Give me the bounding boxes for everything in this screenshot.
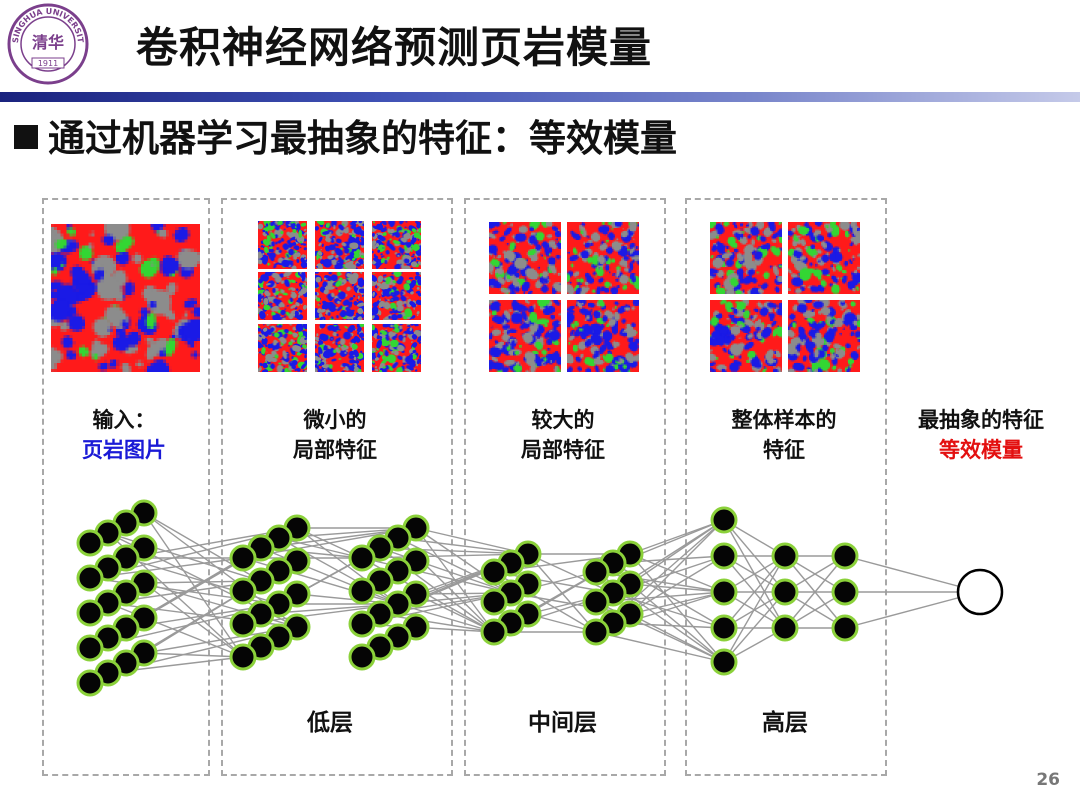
large-feature-tile-0 [489,222,561,294]
neuron-node [348,643,376,671]
connection-line [844,591,981,629]
small-feature-tile-2 [372,221,421,269]
output-node [956,568,1004,616]
panel-input [42,198,210,776]
layer-label-high: 高层 [762,710,808,736]
small-feature-tile-4 [315,272,364,320]
neuron-node [480,618,508,646]
connection-line [143,512,244,658]
neuron-node [76,669,104,697]
stage-label-large-local: 较大的局部特征 [521,408,605,462]
neuron-node [831,578,859,606]
neuron-node [348,544,376,572]
stage-label-input: 输入：页岩图片 [82,408,166,462]
connection-line [629,553,725,593]
panel-middle-layer [464,198,666,776]
connection-line [629,583,725,663]
neuron-node [348,577,376,605]
connection-line [107,602,244,658]
neuron-node [229,577,257,605]
layer-label-low: 低层 [307,710,353,736]
connection-line [595,631,725,663]
neuron-node [76,529,104,557]
connection-line [379,547,512,594]
connection-line [629,583,725,593]
logo-year: 1911 [38,59,58,68]
stage-label-global: 整体样本的特征 [731,408,837,462]
neuron-node [831,542,859,570]
panel-high-layer [685,198,887,776]
connection-line [723,555,786,663]
subtitle-text: 通过机器学习最抽象的特征：等效模量 [48,117,677,160]
neuron-node [480,588,508,616]
layer-label-middle: 中间层 [528,710,597,736]
neuron-node [229,610,257,638]
neuron-node [76,634,104,662]
title-divider [0,92,1080,102]
large-feature-tile-2 [489,300,561,372]
connection-line [527,553,614,594]
neuron-node [710,648,738,676]
neuron-node [710,506,738,534]
logo-emblem: 清华 [32,33,64,52]
connection-line [278,537,363,559]
stage-label-small-local: 微小的局部特征 [293,408,377,462]
neuron-node [348,610,376,638]
small-feature-tile-6 [258,324,307,372]
neuron-node [771,542,799,570]
neuron-node [480,558,508,586]
neuron-node [771,578,799,606]
neuron-node [771,614,799,642]
connection-line [723,555,786,629]
neuron-node [229,643,257,671]
neuron-node [710,578,738,606]
small-feature-tile-8 [372,324,421,372]
neuron-node [710,542,738,570]
connection-line [143,652,244,658]
connection-line [844,555,981,593]
small-feature-tile-3 [258,272,307,320]
neuron-node [229,544,257,572]
neuron-node [582,588,610,616]
neuron-node [582,558,610,586]
page-title: 卷积神经网络预测页岩模量 [136,23,653,72]
bullet-square-icon [14,124,38,149]
global-feature-tile-2 [710,300,782,372]
connection-line [143,582,244,658]
neuron-node [831,614,859,642]
connection-line [784,555,846,629]
neuron-node [76,599,104,627]
large-feature-tile-1 [567,222,639,294]
neuron-node [76,564,104,592]
global-feature-tile-0 [710,222,782,294]
subtitle: 通过机器学习最抽象的特征：等效模量 [14,108,677,162]
neuron-node [710,614,738,642]
small-feature-tile-5 [372,272,421,320]
tsinghua-logo: TSINGHUA UNIVERSITY 清华 1911 [6,2,89,85]
large-feature-tile-3 [567,300,639,372]
global-feature-tile-1 [788,222,860,294]
small-feature-tile-7 [315,324,364,372]
small-feature-tile-0 [258,221,307,269]
page-number: 26 [1036,770,1060,790]
connection-line [629,553,725,663]
shale-input-image [51,224,200,372]
global-feature-tile-3 [788,300,860,372]
connection-line [629,591,725,615]
small-feature-tile-1 [315,221,364,269]
stage-label-abstract: 最抽象的特征等效模量 [918,408,1044,462]
panel-low-layer [221,198,453,776]
connection-line [723,591,786,663]
neuron-node [582,618,610,646]
